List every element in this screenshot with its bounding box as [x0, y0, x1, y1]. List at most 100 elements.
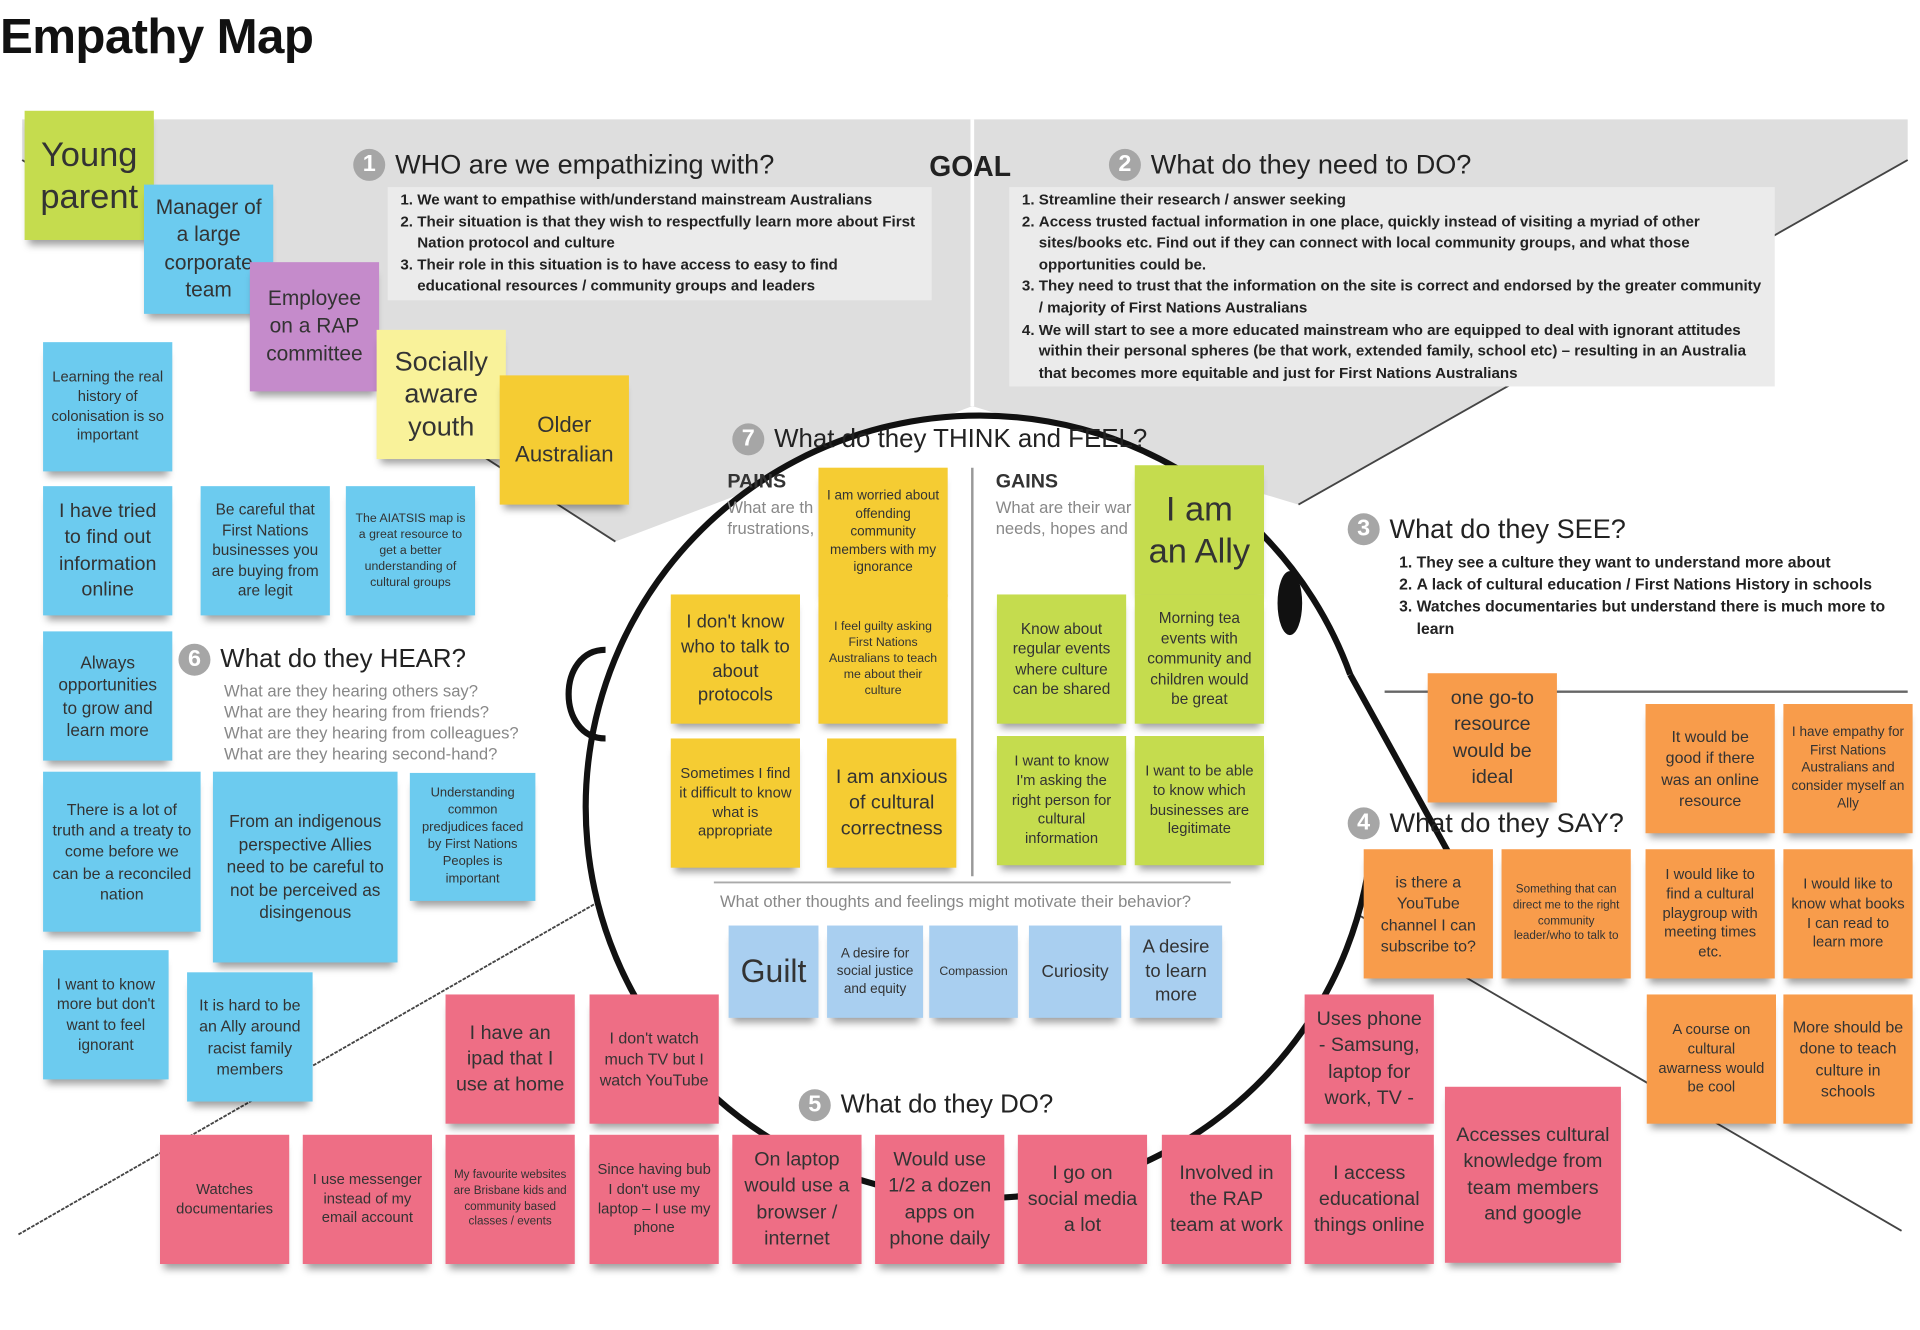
- who-list: We want to empathise with/understand mai…: [387, 187, 932, 301]
- sticky-note-gains[interactable]: Know about regular events where culture …: [996, 594, 1127, 724]
- see-item: A lack of cultural education / First Nat…: [1417, 574, 1902, 596]
- section-title: What do they SEE?: [1389, 513, 1626, 545]
- section-title: WHO are we empathizing with?: [395, 148, 775, 180]
- sticky-note-hear[interactable]: I have tried to find out information onl…: [43, 486, 173, 616]
- see-list: They see a culture they want to understa…: [1397, 551, 1902, 640]
- sticky-note-motivations[interactable]: A desire for social justice and equity: [827, 925, 924, 1018]
- section-number-badge: 2: [1108, 148, 1141, 181]
- gains-subtitle-line: needs, hopes and: [995, 519, 1128, 538]
- sticky-note-motivations[interactable]: A desire to learn more: [1129, 925, 1223, 1018]
- sticky-note-say[interactable]: I would like to find a cultural playgrou…: [1645, 849, 1775, 979]
- sticky-note-do[interactable]: I don't watch much TV but I watch YouTub…: [589, 994, 719, 1124]
- need-item: We will start to see a more educated mai…: [1039, 319, 1765, 384]
- sticky-note-hear[interactable]: Learning the real history of colonisatio…: [43, 342, 173, 472]
- section-number-badge: 1: [353, 148, 386, 181]
- sticky-note-gains[interactable]: I want to be able to know which business…: [1134, 736, 1265, 866]
- sticky-note-say[interactable]: is there a YouTube channel I can subscri…: [1363, 849, 1493, 979]
- section-title: What do they DO?: [840, 1090, 1054, 1119]
- sticky-note-persona[interactable]: Older Australian: [499, 375, 629, 505]
- goal-label: GOAL: [929, 150, 1012, 183]
- sticky-note-say[interactable]: It would be good if there was an online …: [1645, 704, 1775, 834]
- hear-prompt: What are they hearing from colleagues?: [224, 723, 519, 743]
- sticky-note-say[interactable]: More should be done to teach culture in …: [1783, 994, 1913, 1124]
- sticky-note-say[interactable]: I have empathy for First Nations Austral…: [1783, 704, 1913, 834]
- section-number-badge: 6: [178, 643, 211, 676]
- section-number-badge: 3: [1347, 513, 1380, 546]
- sticky-note-say[interactable]: one go-to resource would be ideal: [1427, 673, 1557, 803]
- see-item: They see a culture they want to understa…: [1417, 551, 1902, 573]
- sticky-note-gains[interactable]: Morning tea events with community and ch…: [1134, 594, 1265, 724]
- gains-subtitle: What are their war needs, hopes and: [996, 497, 1132, 539]
- who-item: We want to empathise with/understand mai…: [417, 190, 922, 212]
- sticky-note-do[interactable]: On laptop would use a browser / internet: [732, 1134, 862, 1265]
- sticky-note-gains[interactable]: I am an Ally: [1134, 465, 1265, 595]
- sticky-note-do[interactable]: Would use 1/2 a dozen apps on phone dail…: [875, 1134, 1005, 1265]
- section-title: What do they SAY?: [1389, 807, 1624, 839]
- section-number-badge: 5: [798, 1089, 831, 1122]
- gains-subtitle-line: What are their war: [995, 498, 1132, 517]
- section-title: What do they HEAR?: [220, 644, 466, 674]
- sticky-note-do[interactable]: I access educational things online: [1304, 1134, 1434, 1265]
- sticky-note-persona[interactable]: Young parent: [24, 110, 154, 241]
- sticky-note-persona[interactable]: Employee on a RAP committee: [249, 262, 380, 392]
- sticky-note-do[interactable]: I go on social media a lot: [1017, 1134, 1148, 1265]
- sticky-note-say[interactable]: Something that can direct me to the righ…: [1501, 849, 1631, 979]
- sticky-note-motivations[interactable]: Curiosity: [1028, 925, 1122, 1018]
- hear-prompt: What are they hearing second-hand?: [224, 744, 498, 764]
- section-who-heading: 1 WHO are we empathizing with?: [353, 148, 775, 181]
- hear-prompt: What are they hearing others say?: [224, 681, 479, 701]
- hear-prompts: What are they hearing others say? What a…: [224, 681, 519, 765]
- sticky-note-hear[interactable]: From an indigenous perspective Allies ne…: [212, 771, 398, 963]
- sticky-note-pains[interactable]: I feel guilty asking First Nations Austr…: [818, 594, 948, 724]
- sticky-note-do[interactable]: Uses phone - Samsung, laptop for work, T…: [1304, 994, 1434, 1124]
- sticky-note-hear[interactable]: I want to know more but don't want to fe…: [43, 950, 169, 1080]
- need-item: They need to trust that the information …: [1039, 276, 1765, 319]
- sticky-note-gains[interactable]: I want to know I'm asking the right pers…: [996, 736, 1127, 866]
- sticky-note-hear[interactable]: Understanding common predjudices faced b…: [409, 772, 536, 901]
- sticky-note-hear[interactable]: Be careful that First Nations businesses…: [200, 486, 330, 616]
- sticky-note-hear[interactable]: The AIATSIS map is a great resource to g…: [345, 486, 476, 616]
- gains-label: GAINS: [995, 471, 1059, 493]
- sticky-note-say[interactable]: I would like to know what books I can re…: [1783, 849, 1913, 979]
- need-item: Access trusted factual information in on…: [1039, 211, 1765, 276]
- need-item: Streamline their research / answer seeki…: [1039, 190, 1765, 212]
- section-hear-heading: 6 What do they HEAR?: [178, 643, 466, 676]
- sticky-note-do[interactable]: Watches documentaries: [160, 1134, 290, 1265]
- pains-subtitle-line: frustrations,: [727, 519, 815, 538]
- section-do-heading: 5 What do they DO?: [798, 1089, 1054, 1122]
- who-item: Their situation is that they wish to res…: [417, 211, 922, 254]
- sticky-note-hear[interactable]: Always opportunities to grow and learn m…: [43, 631, 173, 761]
- section-think-feel-heading: 7 What do they THINK and FEEL?: [732, 423, 1148, 456]
- sticky-note-do[interactable]: Since having bub I don't use my laptop –…: [589, 1134, 719, 1265]
- sticky-note-do[interactable]: My favourite websites are Brisbane kids …: [445, 1134, 575, 1265]
- sticky-note-pains[interactable]: I am anxious of cultural correctness: [827, 738, 957, 868]
- section-number-badge: 7: [732, 423, 765, 456]
- see-item: Watches documentaries but understand the…: [1417, 596, 1902, 640]
- section-title: What do they need to DO?: [1150, 148, 1472, 180]
- sticky-note-do[interactable]: Involved in the RAP team at work: [1161, 1134, 1292, 1265]
- sticky-note-pains[interactable]: I am worried about offending community m…: [818, 467, 948, 597]
- sticky-note-motivations[interactable]: Compassion: [929, 925, 1018, 1018]
- sticky-note-motivations[interactable]: Guilt: [728, 925, 819, 1018]
- bottom-left-diagonal: [18, 887, 622, 1236]
- who-item: Their role in this situation is to have …: [417, 255, 922, 298]
- sticky-note-say[interactable]: A course on cultural awarness would be c…: [1646, 994, 1777, 1124]
- need-to-do-list: Streamline their research / answer seeki…: [1009, 187, 1775, 387]
- hear-prompt: What are they hearing from friends?: [224, 702, 490, 722]
- sticky-note-persona[interactable]: Socially aware youth: [376, 329, 506, 460]
- motivate-prompt: What other thoughts and feelings might m…: [720, 892, 1192, 911]
- ear: [565, 646, 606, 742]
- sticky-note-do[interactable]: I use messenger instead of my email acco…: [302, 1134, 433, 1265]
- sticky-note-pains[interactable]: Sometimes I find it difficult to know wh…: [670, 738, 801, 868]
- sticky-note-pains[interactable]: I don't know who to talk to about protoc…: [670, 594, 801, 724]
- page-title: Empathy Map: [0, 9, 314, 65]
- sticky-note-do[interactable]: Accesses cultural knowledge from team me…: [1444, 1086, 1621, 1263]
- section-see-heading: 3 What do they SEE?: [1347, 513, 1626, 546]
- sticky-note-hear[interactable]: There is a lot of truth and a treaty to …: [43, 771, 201, 932]
- sticky-note-hear[interactable]: It is hard to be an Ally around racist f…: [187, 972, 313, 1102]
- sticky-note-do[interactable]: I have an ipad that I use at home: [445, 994, 575, 1124]
- pains-label: PAINS: [727, 471, 787, 493]
- section-number-badge: 4: [1347, 807, 1380, 840]
- section-title: What do they THINK and FEEL?: [774, 424, 1148, 453]
